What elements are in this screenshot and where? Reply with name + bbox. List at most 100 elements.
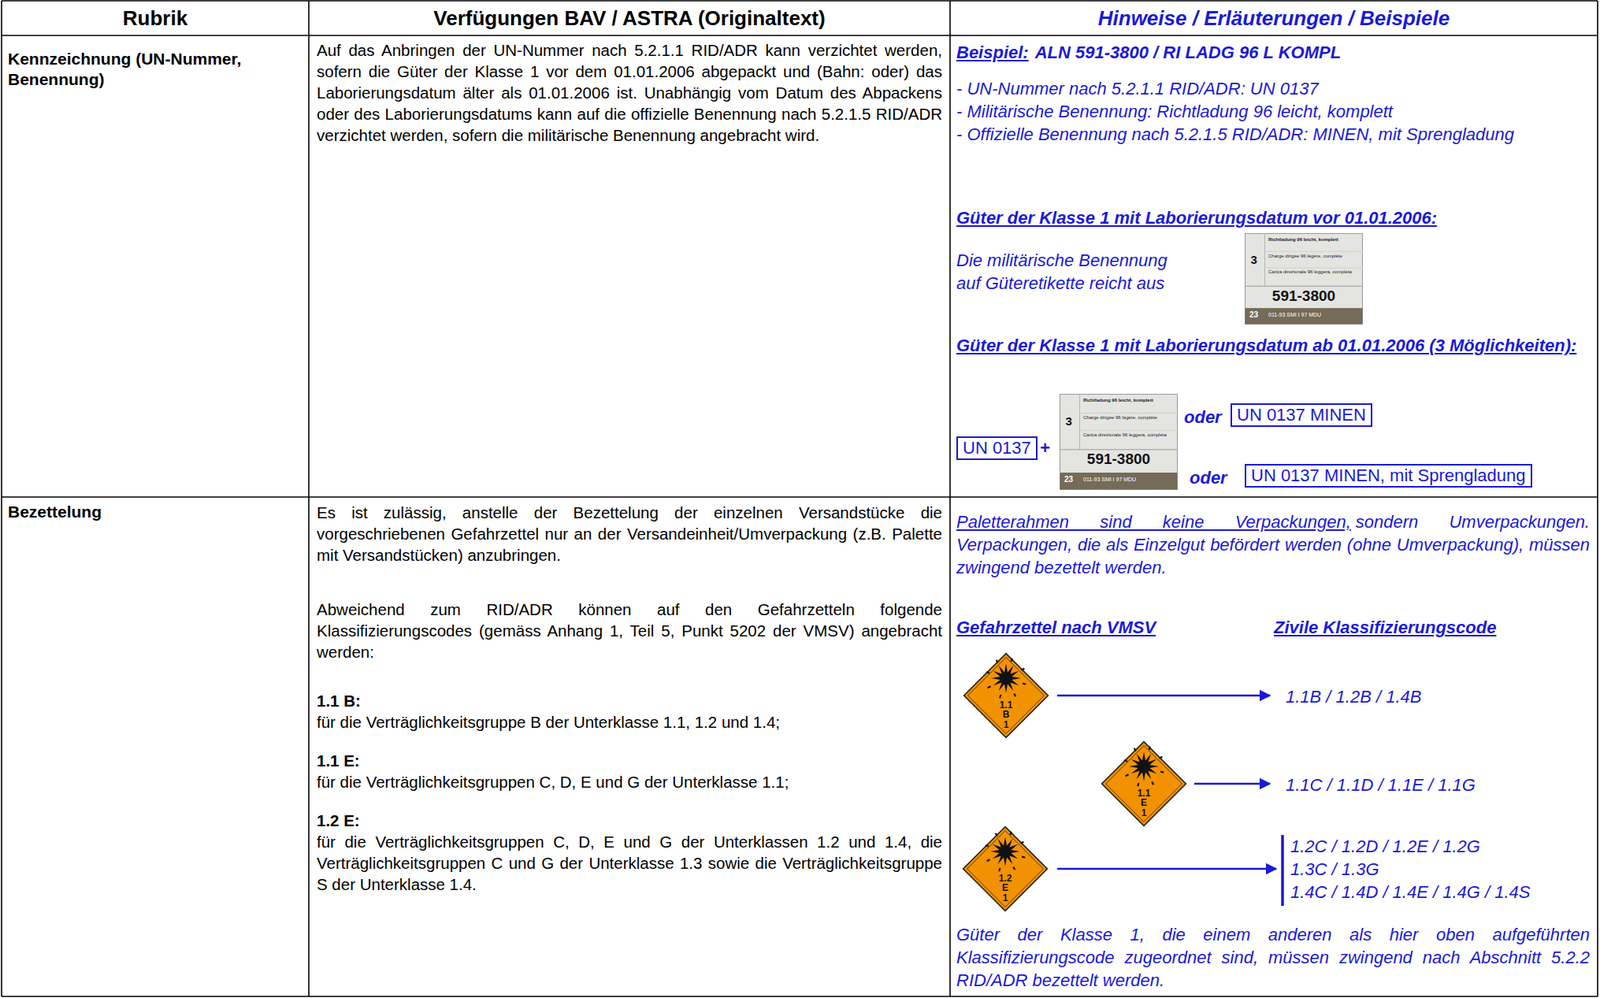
table-cell: Auf das Anbringen der UN-Nummer nach 5.2… <box>316 39 943 146</box>
marking-box: UN 0137 <box>956 436 1038 461</box>
explosion-fragment <box>985 845 989 847</box>
table-cell: für die Verträglichkeitsgruppen C, D, E … <box>316 831 943 895</box>
label-text: Charge dirigée 96 légère, complète <box>1268 253 1343 260</box>
rule <box>1 496 1598 498</box>
explosion-fragment <box>1021 857 1025 858</box>
explosion-fragment <box>1020 842 1024 844</box>
note-text: Die militärische Benennung auf Güteretik… <box>956 248 1193 295</box>
label-divider <box>1080 412 1179 414</box>
code-heading: 1.1 B: <box>316 690 361 712</box>
note-heading: ALN 591-3800 / RI LADG 96 L KOMPL <box>1035 40 1341 64</box>
arrow <box>1057 694 1270 698</box>
explosion-fragment <box>1160 772 1164 773</box>
bullet-item: - Militärische Benennung: Richtladung 96… <box>956 100 1600 123</box>
label-divider <box>1079 393 1081 450</box>
explosion-fragment <box>1013 866 1015 870</box>
row-heading: Kennzeichnung (UN-Nummer, Benennung) <box>7 48 245 90</box>
column-header: Hinweise / Erläuterungen / Beispiele <box>950 6 1598 30</box>
label-ground <box>1245 233 1363 325</box>
label-text: Richtladung 96 leicht, komplett <box>1083 397 1154 404</box>
placard-text: 1.2 <box>961 873 1049 884</box>
goods-label-graphic <box>1244 233 1363 325</box>
label-text: Carica direzionale 96 leggera, completa <box>1268 269 1352 275</box>
table-cell: Es ist zulässig, anstelle der Bezettelun… <box>316 501 943 566</box>
classification-code: 1.4C / 1.4D / 1.4E / 1.4G / 1.4S <box>1290 880 1531 904</box>
explosion-fragment <box>1158 757 1162 759</box>
code-heading: 1.1 E: <box>316 749 361 772</box>
explosion-symbol <box>991 663 1021 693</box>
label-ground <box>1060 394 1178 491</box>
label-text: Richtladung 96 leicht, komplett <box>1268 237 1339 243</box>
label-text: Carica direzionale 96 leggera, completa <box>1083 432 1167 439</box>
rule <box>1 0 1598 2</box>
placard-text: E <box>1100 798 1188 808</box>
goods-label: 3 Richtladung 96 leicht, komplettCharge d… <box>1244 233 1363 325</box>
label-text: 23 <box>1249 310 1259 320</box>
placard-text: 1.1 <box>1100 788 1188 799</box>
explosion-fragment <box>995 833 998 837</box>
column-header: Verfügungen BAV / ASTRA (Originaltext) <box>308 6 951 30</box>
conjunction: oder <box>1189 466 1228 490</box>
marking-box: UN 0137 MINEN <box>1230 403 1373 427</box>
explosion-fragment <box>1137 783 1139 787</box>
label-text: 591-3800 <box>1059 451 1178 468</box>
label-divider <box>1244 285 1363 287</box>
classification-code: 1.1C / 1.1D / 1.1E / 1.1G <box>1285 773 1476 797</box>
label-strip <box>1245 308 1363 324</box>
explosion-fragment <box>1022 683 1026 685</box>
arrow <box>1057 868 1277 871</box>
note-text: Güter der Klasse 1, die einem anderen al… <box>956 923 1590 992</box>
label-text: Charge dirigée 96 légère, complète <box>1083 415 1158 421</box>
explosion-fragment <box>1013 693 1016 697</box>
rule <box>1 995 1598 998</box>
explosion-fragment <box>1125 774 1129 776</box>
placard-text: 1.1 <box>962 700 1050 710</box>
hazard-placard: 1.2E1 <box>961 825 1049 913</box>
rule <box>1596 0 1599 997</box>
classification-code: 1.1B / 1.2B / 1.4B <box>1285 685 1422 709</box>
classification-code: 1.2C / 1.2D / 1.2E / 1.2G <box>1290 835 1481 858</box>
explosion-fragment <box>1020 668 1025 671</box>
placard-text: B <box>962 709 1050 720</box>
classification-code: 1.3C / 1.3G <box>1290 857 1380 881</box>
marking-text: UN 0137 <box>962 438 1032 459</box>
explosion-fragment <box>986 671 990 673</box>
label-strip <box>1060 472 1178 490</box>
note-paragraph: Paletterahmen sind keine Verpackungen,so… <box>956 510 1590 580</box>
explosion-fragment <box>1134 748 1136 752</box>
rule <box>949 0 951 997</box>
explosion-fragment <box>998 868 1000 872</box>
hazard-placard: 1.1E1 <box>1100 740 1188 828</box>
explosion-fragment <box>987 686 992 688</box>
note-heading: Gefahrzettel nach VMSV <box>956 616 1156 639</box>
note-heading: Güter der Klasse 1 mit Laborierungsdatum… <box>956 206 1437 230</box>
label-divider <box>1080 430 1179 431</box>
label-divider <box>1265 251 1364 253</box>
goods-label: 3Richtladung 96 leicht, komplettCharge d… <box>1059 393 1178 491</box>
bracket <box>1280 835 1285 906</box>
explosion-fragment <box>987 859 991 862</box>
label-text: 23 <box>1064 475 1073 484</box>
explosion-fragment <box>1151 781 1154 785</box>
marking-box: UN 0137 MINEN, mit Sprengladung <box>1244 464 1533 488</box>
note-heading: Beispiel: <box>956 40 1029 64</box>
bullet-item: - Offizielle Benennung nach 5.2.1.5 RID/… <box>956 122 1600 146</box>
arrow <box>1194 783 1270 786</box>
column-header: Rubrik <box>1 6 309 30</box>
arrows <box>1057 695 1283 906</box>
label-text: 011-93 SMI I 97 MDU <box>1268 311 1322 319</box>
bullet-item: - UN-Nummer nach 5.2.1.1 RID/ADR: UN 013… <box>956 77 1600 101</box>
placard-text: 1 <box>962 720 1050 730</box>
label-text: 3 <box>1251 253 1258 268</box>
plus-sign: + <box>1039 436 1051 460</box>
marking-text: UN 0137 MINEN <box>1236 404 1367 426</box>
placard-text: E <box>961 883 1049 893</box>
label-divider <box>1059 449 1178 450</box>
explosion-fragment <box>1010 831 1012 836</box>
rule <box>0 0 3 997</box>
label-divider <box>1264 233 1266 286</box>
code-heading: 1.2 E: <box>316 809 361 832</box>
placard-text: 1 <box>1100 808 1188 818</box>
table-cell: Abweichend zum RID/ADR können auf den Ge… <box>316 598 943 663</box>
row-heading: Bezettelung <box>7 501 304 523</box>
